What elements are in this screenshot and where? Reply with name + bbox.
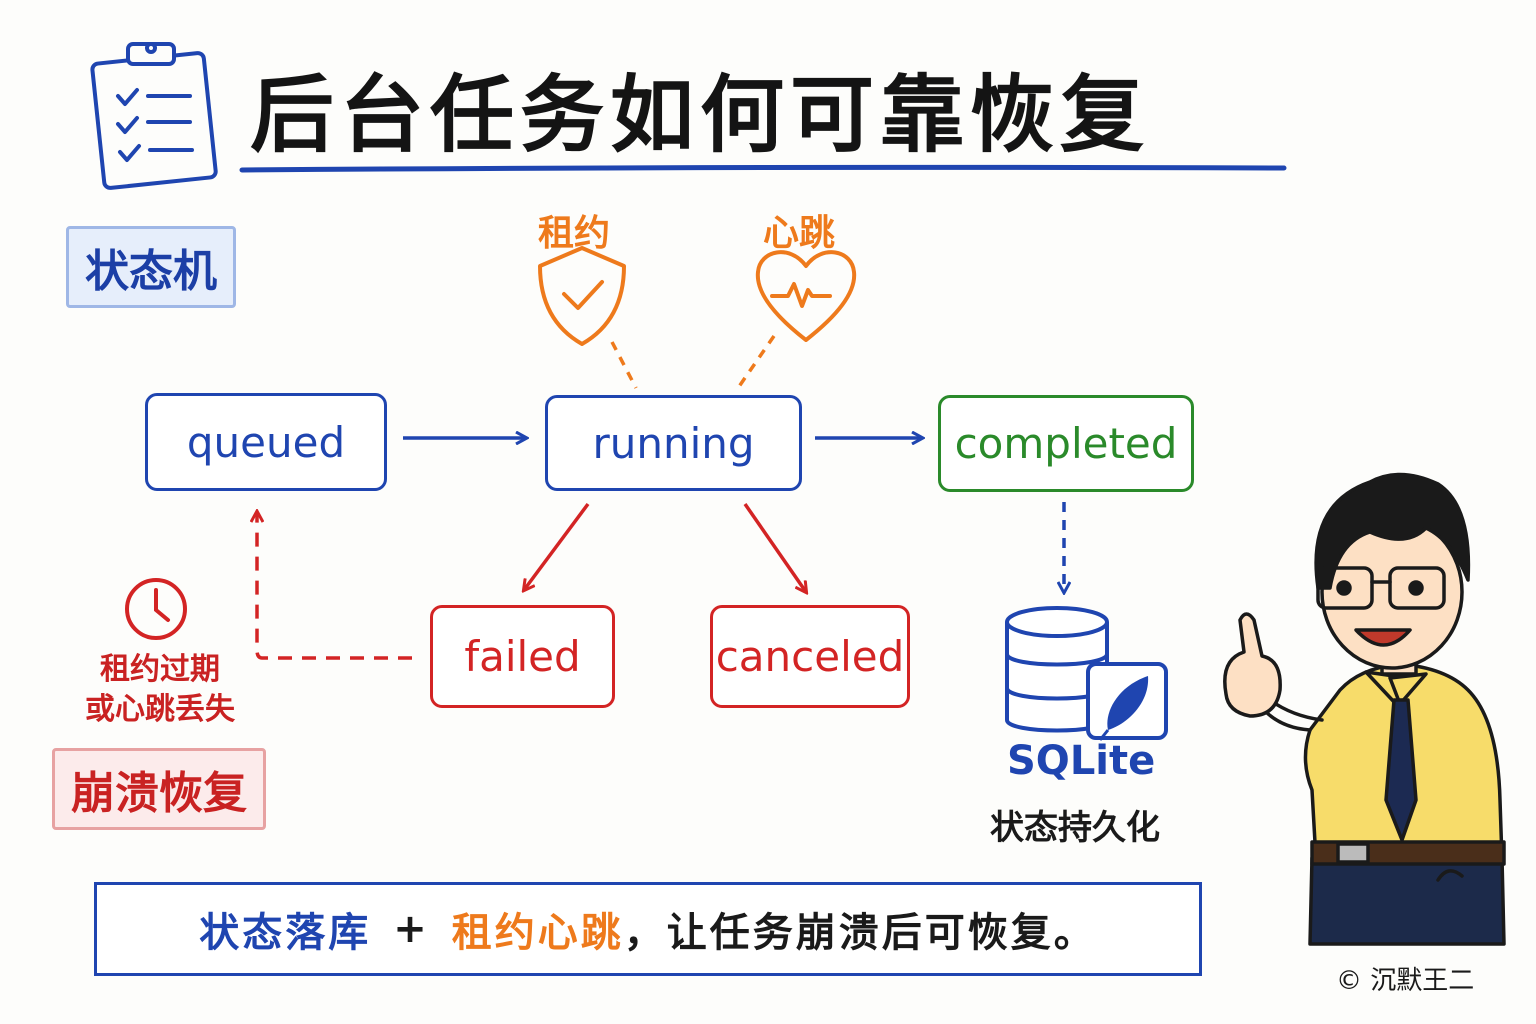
summary-plus: + [393,906,430,952]
database-icon [1005,606,1109,733]
lease-label: 租约 [538,213,611,254]
title-underline [239,164,1287,173]
presenter-character [1223,472,1506,946]
arrow-running-canceled [743,503,806,592]
lease-link [610,341,638,389]
summary-part-b: 租约心跳 [451,910,624,956]
heartbeat-link [736,335,776,389]
page-title: 后台任务如何可靠恢复 [250,66,1151,164]
arrow-running-failed [524,502,590,590]
heartbeat-label: 心跳 [763,213,836,254]
author-credit: © 沉默王二 [1336,966,1475,996]
state-machine-tag: 状态机 [66,226,236,308]
summary-part-c: ，让任务崩溃后可恢复。 [623,910,1097,956]
summary-box: 状态落库 + 租约心跳 ，让任务崩溃后可恢复。 [94,882,1202,976]
recovery-arrow [257,512,412,660]
sqlite-label: SQLite [1007,738,1156,784]
summary-part-a: 状态落库 [199,910,372,956]
state-failed: failed [430,605,615,708]
shield-check-icon [538,246,626,346]
crash-recovery-tag: 崩溃恢复 [52,748,266,830]
state-running: running [545,395,802,491]
clipboard-checklist-icon [90,42,218,190]
state-queued: queued [145,393,387,491]
clock-icon [125,578,187,640]
crash-note-line2: 或心跳丢失 [85,692,235,727]
state-completed: completed [938,395,1194,492]
state-canceled: canceled [710,605,910,708]
crash-note-line1: 租约过期 [100,652,220,687]
heart-pulse-icon [755,250,857,342]
persistence-caption: 状态持久化 [990,808,1160,848]
feather-icon [1086,662,1168,741]
crash-note: 租约过期 或心跳丢失 [70,650,250,730]
